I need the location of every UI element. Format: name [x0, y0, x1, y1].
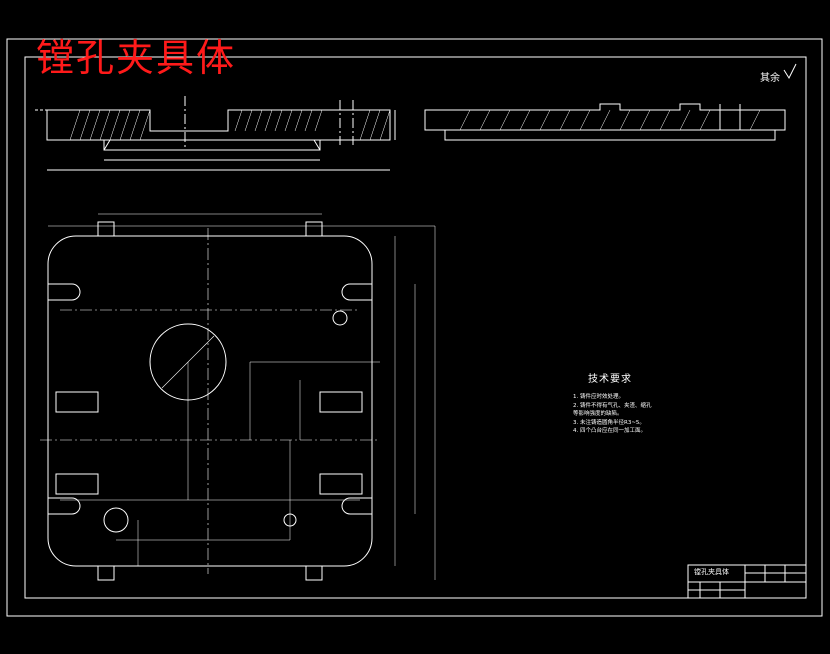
side-section-view — [424, 103, 786, 141]
tech-note: 1. 铸件应时效处理。 — [573, 394, 624, 400]
drawing-title: 镗孔夹具体 — [36, 36, 237, 80]
technical-requirements-list: 1. 铸件应时效处理。 2. 铸件不得有气孔、夹渣、缩孔 等影响强度的缺陷。 3… — [573, 393, 652, 436]
technical-requirements-title: 技术要求 — [588, 374, 632, 385]
tech-note: 2. 铸件不得有气孔、夹渣、缩孔 — [573, 402, 652, 409]
title-block-name: 镗孔夹具体 — [694, 568, 729, 576]
plan-view — [40, 213, 436, 581]
tech-note: 4. 四个凸台应在同一加工面。 — [573, 428, 646, 435]
drawing-frame — [24, 56, 807, 599]
tech-note: 等影响强度的缺陷。 — [573, 411, 623, 418]
front-section-view — [35, 96, 396, 171]
roughness-symbol-icon — [783, 63, 797, 80]
tech-note: 3. 未注铸造圆角半径R3~5。 — [573, 419, 645, 426]
sheet-border — [6, 38, 823, 617]
roughness-note: 其余 — [760, 73, 780, 84]
title-block — [687, 564, 807, 599]
